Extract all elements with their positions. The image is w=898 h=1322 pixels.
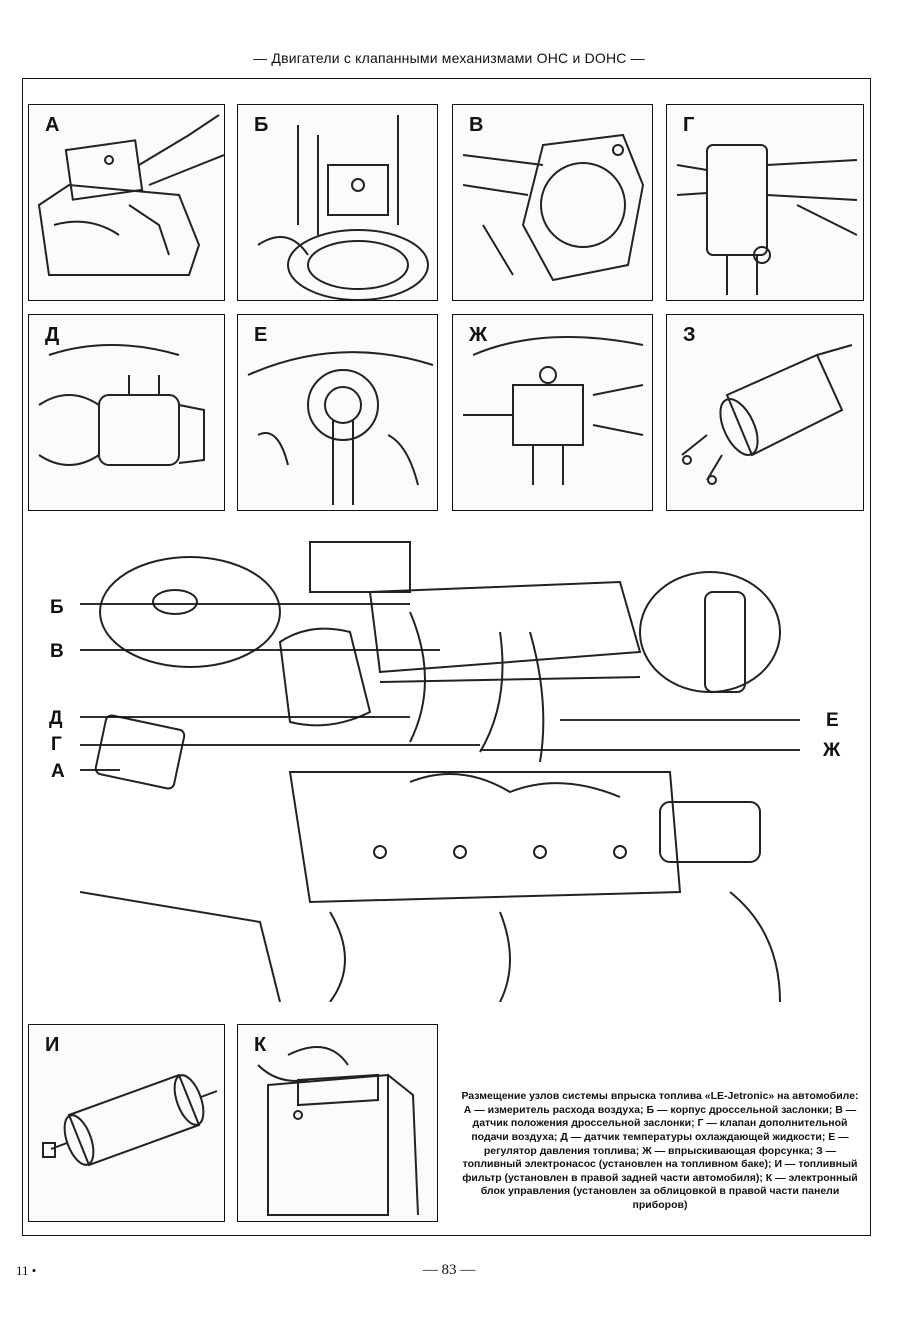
caption-body: А — измеритель расхода воздуха; Б — корп… [462,1103,858,1212]
throttle-body-drawing [257,115,429,300]
engine-bay-illustration [80,541,800,1002]
callout-d: Д [49,708,63,729]
page-header: — Двигатели с клапанными механизмами OHC… [253,50,645,66]
panel-letter: Д [43,324,62,346]
auxiliary-air-valve-drawing [676,144,858,295]
panel-d: Д [28,314,225,511]
callout-g: Г [51,734,62,755]
throttle-position-sensor-drawing [462,133,645,282]
panel-k: К [237,1024,438,1222]
air-flow-meter-drawing [37,114,224,276]
callout-b: Б [50,597,64,618]
panel-letter: Б [252,114,271,136]
engine-overview-drawing [80,532,800,1002]
panel-letter: А [43,114,62,136]
panel-letter: Г [681,114,697,136]
panel-b: Б [237,104,438,301]
electric-fuel-pump-drawing [681,344,853,485]
fuel-pressure-regulator-drawing [247,351,434,505]
panel-v: В [452,104,653,301]
panel-letter: Ж [467,324,490,346]
fuel-injector-drawing [463,336,644,485]
fuel-filter-drawing [42,1073,218,1167]
panel-e: Е [237,314,438,511]
callout-a: А [51,761,65,782]
figure-caption: Размещение узлов системы впрыска топлива… [458,1090,862,1213]
panel-z: З [666,314,864,511]
panel-a: А [28,104,225,301]
callout-zh: Ж [823,740,841,761]
panel-i: И [28,1024,225,1222]
page-number: — 83 — [422,1262,476,1278]
panel-letter: К [252,1034,269,1056]
panel-letter: И [43,1034,62,1056]
panel-g: Г [666,104,864,301]
panel-letter: З [681,324,698,346]
panel-letter: Е [252,324,270,346]
panel-zh: Ж [452,314,653,511]
signature-mark: 11 • [16,1263,37,1278]
caption-title: Размещение узлов системы впрыска топлива… [461,1090,859,1102]
coolant-temperature-sensor-drawing [38,344,205,466]
electronic-control-unit-drawing [257,1046,419,1216]
callout-e: Е [826,710,839,731]
figure-frame [22,78,871,1236]
callout-v: В [50,641,64,662]
panel-letter: В [467,114,486,136]
